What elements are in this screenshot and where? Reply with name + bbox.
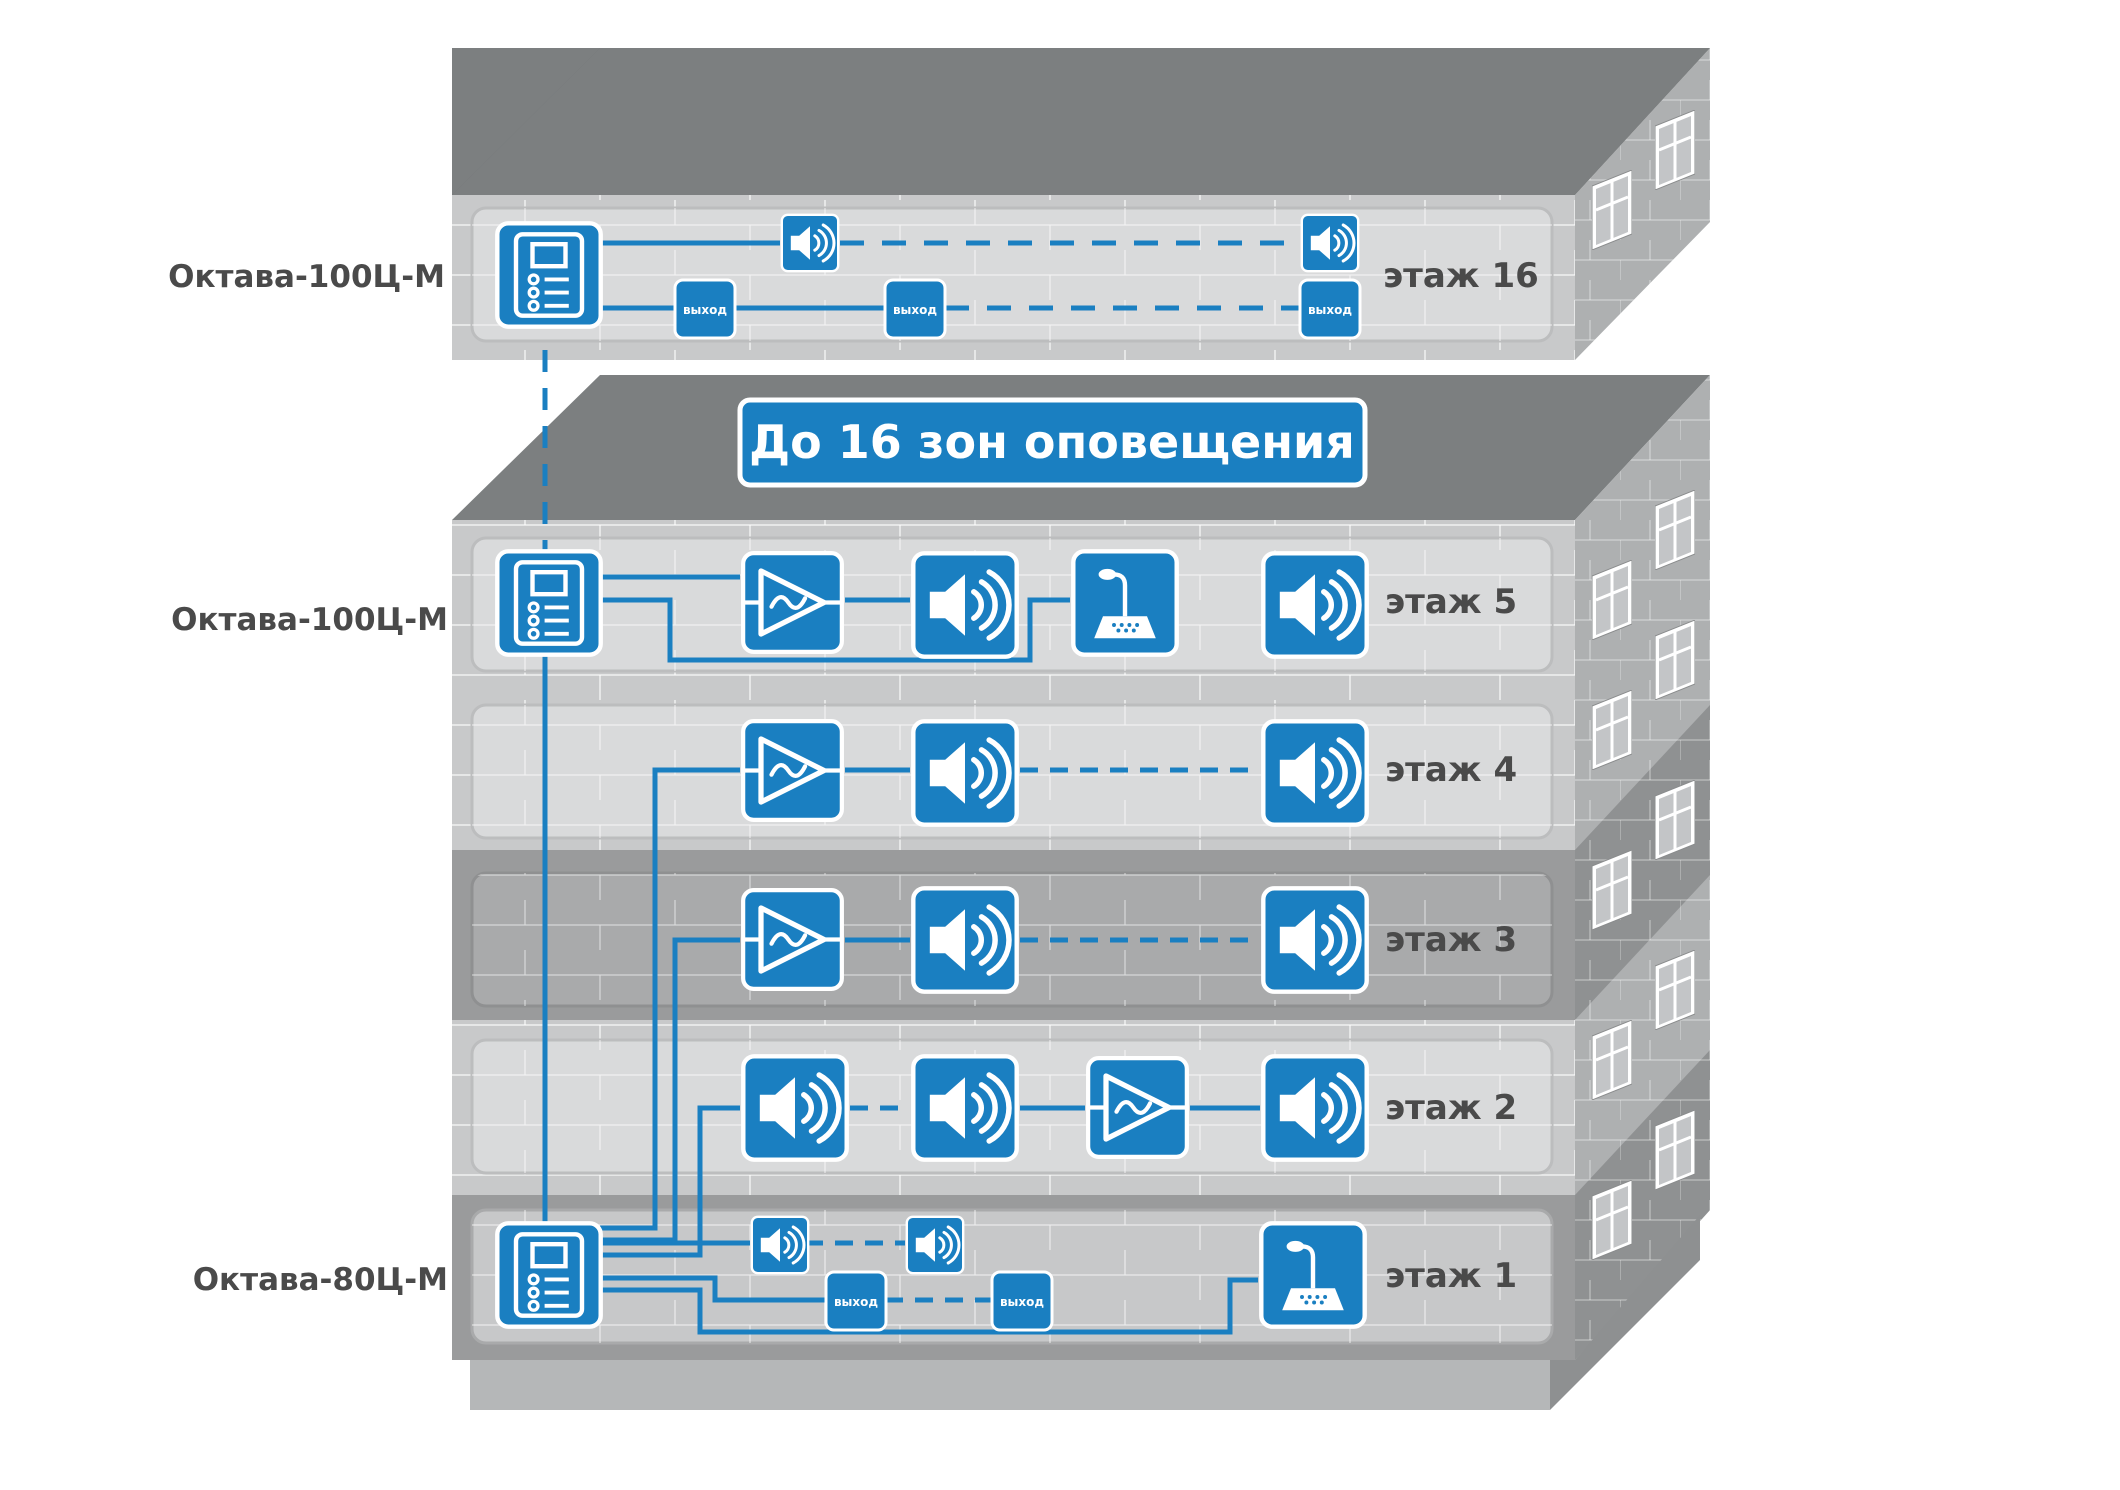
output-module-icon: выход (1298, 278, 1362, 340)
amplifier-icon (743, 890, 842, 989)
controller-icon (497, 551, 600, 654)
floor-labels: этаж 16 этаж 5 этаж 4 этаж 3 этаж 2 этаж… (1383, 256, 1539, 1296)
floor-16-devices: выход выход выход (497, 213, 1362, 340)
banner-text: До 16 зон оповещения (749, 415, 1355, 469)
speaker-icon (1263, 888, 1366, 991)
controller-icon (497, 223, 600, 326)
speaker-icon (913, 721, 1016, 824)
svg-text:выход: выход (834, 1295, 878, 1309)
speaker-icon (913, 1056, 1016, 1159)
amplifier-icon (1088, 1058, 1187, 1157)
amplifier-icon (743, 721, 842, 820)
device-labels: Октава-100Ц-М Октава-100Ц-М Октава-80Ц-М (168, 259, 448, 1298)
speaker-icon (905, 1215, 965, 1275)
controller-icon (497, 1223, 600, 1326)
output-module-icon: выход (824, 1270, 888, 1332)
device-label-f5: Октава-100Ц-М (171, 602, 448, 638)
speaker-icon (913, 553, 1016, 656)
floor-label-5: этаж 5 (1385, 582, 1517, 622)
svg-text:выход: выход (1000, 1295, 1044, 1309)
wiring (542, 240, 1300, 1335)
floor-label-1: этаж 1 (1385, 1256, 1517, 1296)
output-module-icon: выход (990, 1270, 1054, 1332)
microphone-console-icon (1261, 1223, 1364, 1326)
output-module-icon: выход (883, 278, 947, 340)
speaker-icon (1263, 553, 1366, 656)
speaker-icon (1263, 1056, 1366, 1159)
svg-text:выход: выход (893, 303, 937, 317)
svg-text:выход: выход (683, 303, 727, 317)
output-module-icon: выход (673, 278, 737, 340)
speaker-icon (780, 213, 840, 273)
floor-label-16: этаж 16 (1383, 256, 1539, 296)
amplifier-icon (743, 553, 842, 652)
zones-banner: До 16 зон оповещения (737, 397, 1368, 488)
microphone-console-icon (1073, 551, 1176, 654)
speaker-icon (1263, 721, 1366, 824)
device-label-f16: Октава-100Ц-М (168, 259, 445, 295)
svg-text:выход: выход (1308, 303, 1352, 317)
floor-label-4: этаж 4 (1385, 750, 1517, 790)
floor-1-devices: выход выход (497, 1215, 1364, 1332)
device-label-f1: Октава-80Ц-М (193, 1262, 448, 1298)
speaker-icon (913, 888, 1016, 991)
speaker-icon (750, 1215, 810, 1275)
floor-label-2: этаж 2 (1385, 1088, 1517, 1128)
top-block (452, 48, 1710, 360)
speaker-icon (743, 1056, 846, 1159)
speaker-icon (1300, 213, 1360, 273)
floor-label-3: этаж 3 (1385, 920, 1517, 960)
